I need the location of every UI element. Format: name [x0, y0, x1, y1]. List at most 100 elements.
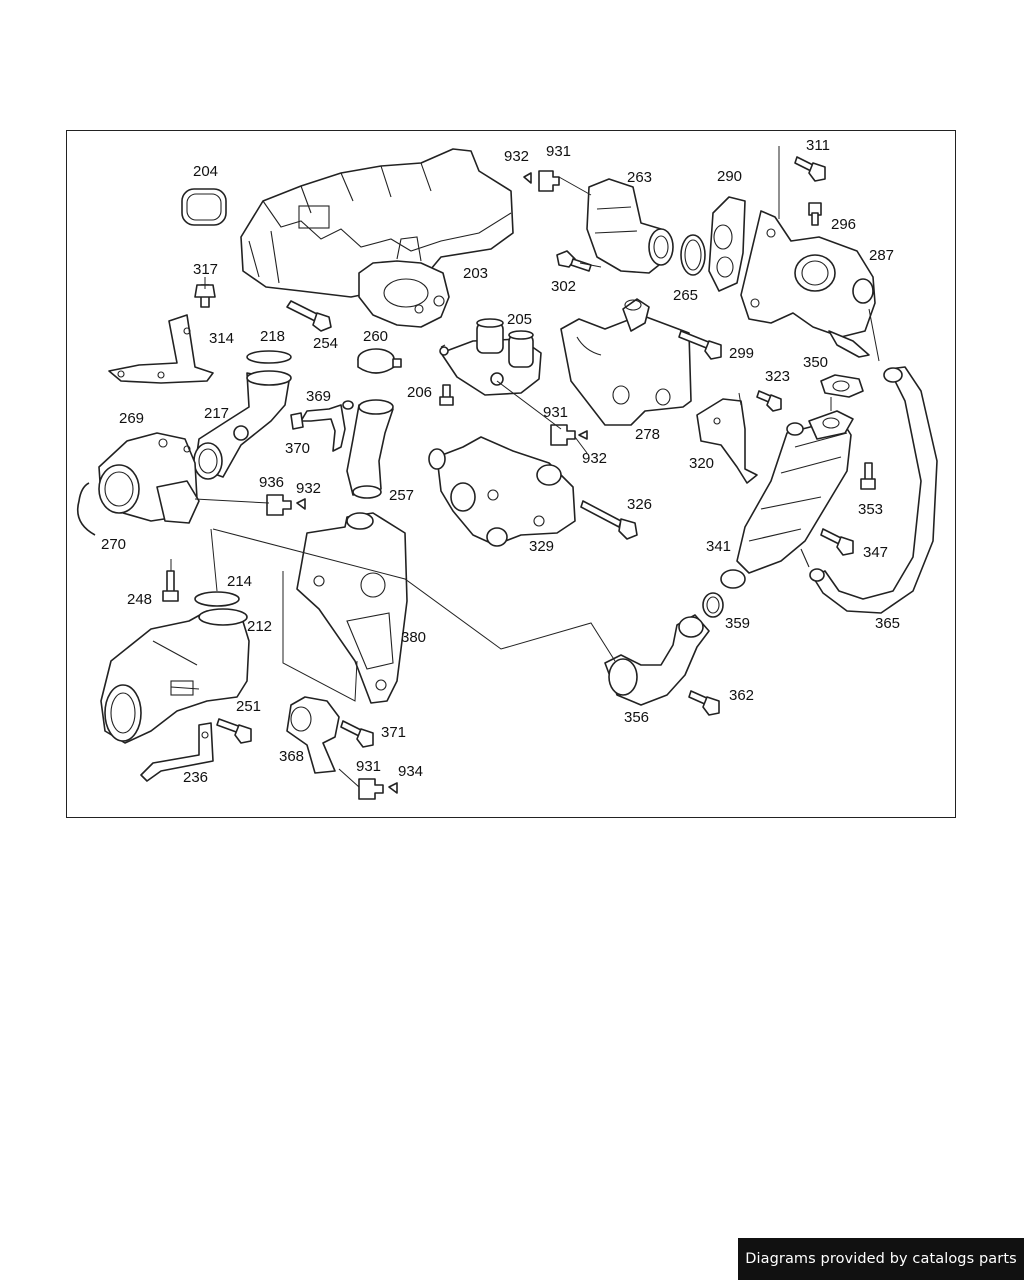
label-356: 356: [624, 709, 649, 726]
part-labels: 204 932 931 263 290 311 296 287 203 302 …: [101, 137, 900, 786]
part-278-cooler[interactable]: [560, 298, 692, 426]
label-362: 362: [729, 687, 754, 704]
part-369-hose[interactable]: [300, 400, 354, 452]
label-311: 311: [806, 137, 830, 154]
label-248: 248: [127, 591, 152, 608]
part-206-bolt[interactable]: [439, 384, 454, 406]
part-302-bolt[interactable]: [556, 250, 592, 272]
label-380: 380: [401, 629, 426, 646]
label-212: 212: [247, 618, 272, 635]
label-206: 206: [407, 384, 432, 401]
part-368-sensor[interactable]: [286, 696, 340, 774]
leader-lines: [170, 146, 880, 788]
label-278: 278: [635, 426, 660, 443]
part-353-bolt[interactable]: [860, 462, 876, 490]
part-931-connector[interactable]: [538, 170, 560, 192]
label-932: 932: [504, 148, 529, 165]
part-932-plug-b[interactable]: [296, 498, 306, 510]
part-326-bolt[interactable]: [580, 500, 638, 540]
part-380-bracket[interactable]: [296, 512, 408, 704]
label-323: 323: [765, 368, 790, 385]
label-254: 254: [313, 335, 338, 352]
part-311-bolt[interactable]: [794, 156, 826, 182]
part-365-pipe[interactable]: [809, 366, 938, 614]
label-287: 287: [869, 247, 894, 264]
label-368: 368: [279, 748, 304, 765]
part-362-bolt[interactable]: [688, 690, 720, 716]
part-203-intake-manifold[interactable]: [240, 148, 514, 328]
part-257-pipe[interactable]: [346, 399, 394, 499]
part-934-plug[interactable]: [388, 782, 398, 794]
part-212-housing[interactable]: [100, 608, 250, 744]
diagram-frame: 204 932 931 263 290 311 296 287 203 302 …: [66, 130, 956, 818]
part-218-o-ring[interactable]: [246, 350, 292, 364]
label-936: 936: [259, 474, 284, 491]
label-350: 350: [803, 354, 828, 371]
label-934: 934: [398, 763, 423, 780]
part-356-pipe[interactable]: [604, 614, 710, 706]
part-370-clip[interactable]: [290, 412, 304, 430]
part-217-elbow[interactable]: [193, 370, 292, 480]
part-265-seal-ring[interactable]: [680, 234, 706, 276]
label-214: 214: [227, 573, 252, 590]
part-248-stud[interactable]: [162, 570, 179, 602]
label-369: 369: [306, 388, 331, 405]
label-329: 329: [529, 538, 554, 555]
part-299-bolt[interactable]: [678, 330, 722, 360]
label-290: 290: [717, 168, 742, 185]
label-347: 347: [863, 544, 888, 561]
label-341: 341: [706, 538, 731, 555]
label-326: 326: [627, 496, 652, 513]
label-203: 203: [463, 265, 488, 282]
part-341-egr-cooler[interactable]: [720, 410, 854, 589]
part-329-housing[interactable]: [428, 436, 576, 547]
part-931-connector-c[interactable]: [358, 778, 384, 800]
label-365: 365: [875, 615, 900, 632]
label-370: 370: [285, 440, 310, 457]
part-287-housing[interactable]: [740, 210, 876, 358]
part-931-connector-b[interactable]: [550, 424, 588, 446]
part-371-bolt[interactable]: [340, 720, 374, 748]
label-299: 299: [729, 345, 754, 362]
label-236: 236: [183, 769, 208, 786]
part-205-actuator[interactable]: [439, 318, 542, 396]
label-931-c: 931: [356, 758, 381, 775]
part-347-bolt[interactable]: [820, 528, 854, 556]
part-204-gasket[interactable]: [181, 188, 227, 226]
label-296: 296: [831, 216, 856, 233]
label-314: 314: [209, 330, 234, 347]
part-314-bracket[interactable]: [108, 314, 214, 384]
label-932-b: 932: [582, 450, 607, 467]
label-269: 269: [119, 410, 144, 427]
part-290-gasket[interactable]: [708, 196, 746, 292]
part-269-throttle-body[interactable]: [98, 432, 200, 524]
part-359-o-ring[interactable]: [702, 592, 724, 618]
label-932-c: 932: [296, 480, 321, 497]
part-936-connector[interactable]: [266, 494, 292, 516]
part-251-bolt[interactable]: [216, 718, 252, 744]
label-302: 302: [551, 278, 576, 295]
label-265: 265: [673, 287, 698, 304]
label-270: 270: [101, 536, 126, 553]
label-257: 257: [389, 487, 414, 504]
part-263-egr-valve[interactable]: [586, 178, 674, 274]
part-270-wire[interactable]: [76, 482, 96, 536]
part-317-bolt[interactable]: [194, 284, 216, 308]
part-214-o-ring[interactable]: [194, 591, 240, 607]
part-296-bolt[interactable]: [808, 202, 822, 226]
part-932-plug[interactable]: [523, 172, 532, 184]
part-260-clamp[interactable]: [357, 348, 402, 374]
label-205: 205: [507, 311, 532, 328]
label-320: 320: [689, 455, 714, 472]
part-350-gasket[interactable]: [820, 374, 864, 398]
label-204: 204: [193, 163, 218, 180]
part-254-bolt[interactable]: [286, 300, 332, 332]
label-353: 353: [858, 501, 883, 518]
part-323-bolt[interactable]: [756, 390, 782, 412]
part-236-bracket[interactable]: [140, 722, 214, 782]
label-251: 251: [236, 698, 261, 715]
part-320-bracket[interactable]: [696, 398, 758, 484]
credit-text: Diagrams provided by catalogs parts: [745, 1251, 1017, 1267]
parts-diagram: 204 932 931 263 290 311 296 287 203 302 …: [76, 137, 938, 800]
label-317: 317: [193, 261, 218, 278]
